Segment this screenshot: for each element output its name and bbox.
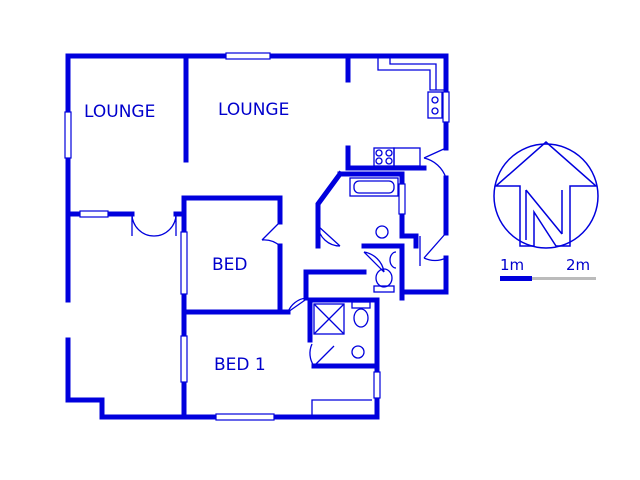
window-bed [180,231,188,295]
door-right [423,232,447,262]
scale-label-1m: 1m [500,256,524,274]
scale-bar: 1m 2m [500,256,596,281]
scale-segment-dark [500,276,532,281]
room-labels: LOUNGE LOUNGE BED BED 1 [84,100,289,375]
window-bed1-bottom [215,413,275,421]
kitchen-counter [377,58,444,91]
fixtures [311,58,444,417]
window-left-lounge [64,111,72,159]
toilet-icon [373,285,395,293]
window-bath [398,183,406,215]
room-label-bed: BED [212,255,248,275]
scale-label-2m: 2m [566,256,590,274]
bathtub-icon [349,177,399,197]
window-lounge-bottom [79,210,109,218]
wardrobe [311,399,372,417]
shower-icon [313,303,345,335]
basin-2-icon [351,345,365,359]
door-kitchen [423,147,447,179]
room-label-lounge-right: LOUNGE [218,100,289,120]
door-bed [261,221,281,247]
scale-segment-light [532,277,596,280]
window-top [225,52,271,60]
toilet-2-icon [351,301,371,309]
door-double-lounge [131,213,177,237]
room-label-bed1: BED 1 [214,355,266,375]
window-shower [373,371,381,399]
windows [64,52,450,421]
room-label-lounge-left: LOUNGE [84,102,155,122]
door-bed1-hall [287,297,309,313]
basin-icon [375,225,389,239]
north-compass-icon: N [493,141,599,249]
window-bed1 [180,335,188,383]
window-kitchen [442,91,450,123]
door-shower [309,343,335,367]
door-bath [317,225,341,247]
doors [131,147,447,367]
kitchen-sink [427,91,443,119]
